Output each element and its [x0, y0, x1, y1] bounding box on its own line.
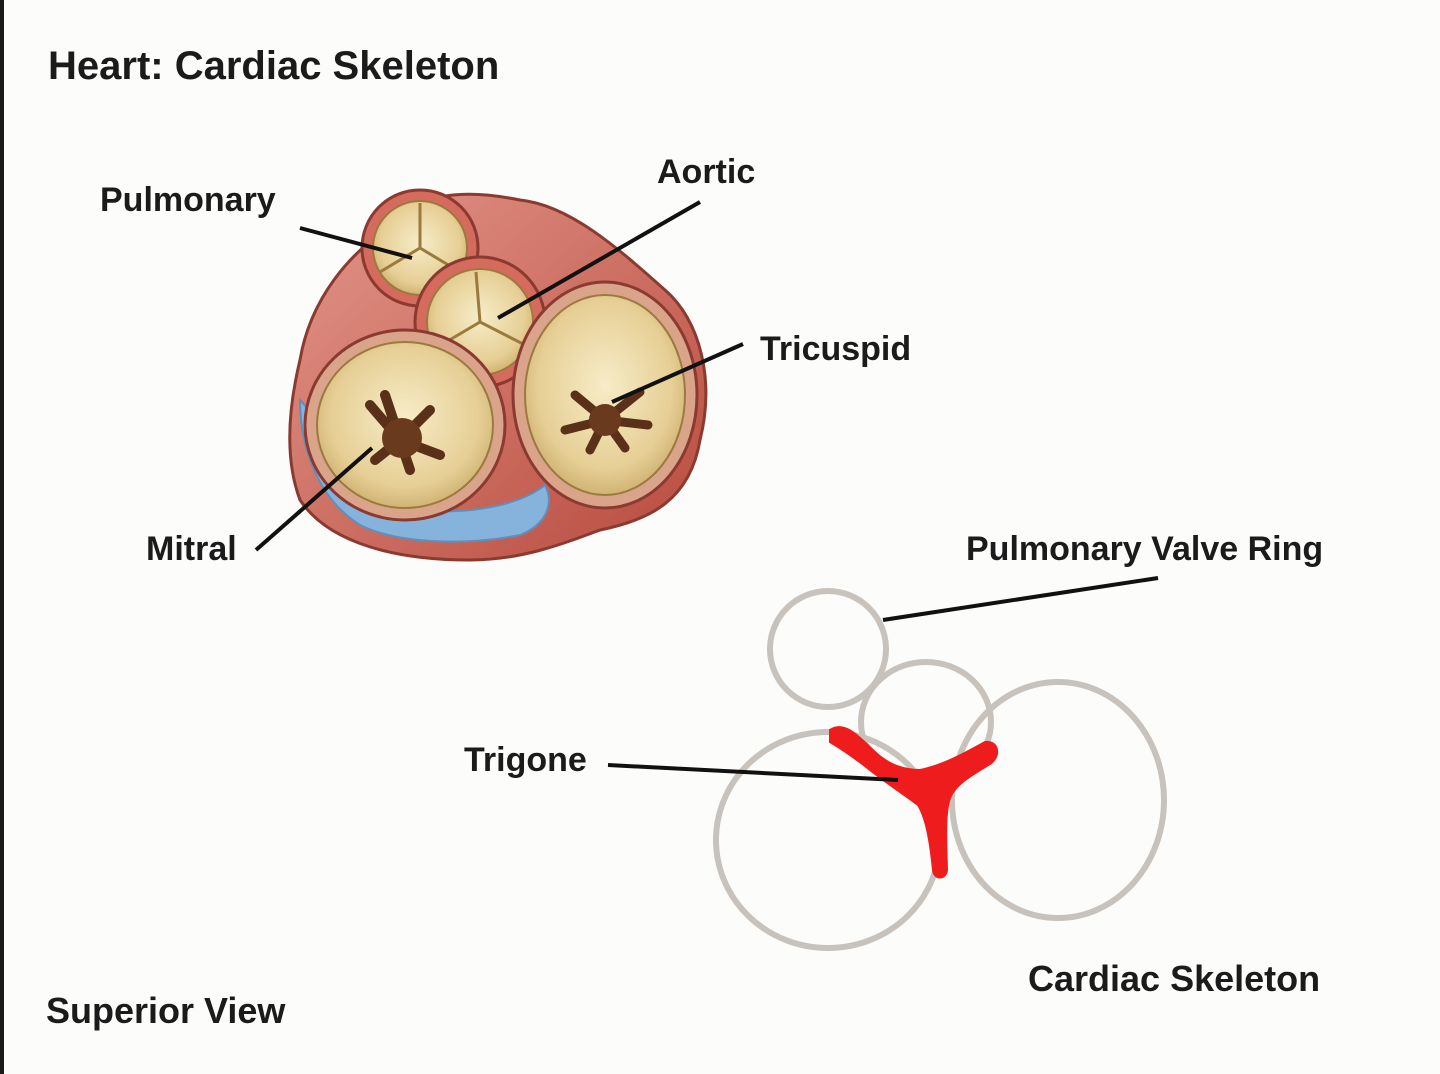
slide-title: Heart: Cardiac Skeleton	[48, 44, 500, 88]
trigone-shape	[829, 726, 999, 879]
mitral-ring	[713, 729, 943, 951]
leader-pulmonary	[299, 226, 413, 260]
leader-aortic	[497, 200, 701, 320]
skeleton-leader-lines	[607, 576, 1159, 782]
anatomy-leader-lines	[254, 200, 744, 552]
mitral-valve	[303, 328, 507, 522]
tricuspid-valve	[511, 280, 699, 510]
leader-mitral	[254, 446, 374, 552]
label-mitral: Mitral	[146, 530, 237, 568]
leader-pulmonary-valve-ring	[882, 576, 1159, 622]
left-border	[0, 0, 4, 1074]
pulmonary-ring	[767, 588, 889, 710]
leader-tricuspid	[611, 342, 744, 404]
leader-trigone	[607, 763, 899, 782]
label-aortic: Aortic	[657, 153, 756, 191]
tricuspid-ring	[949, 679, 1167, 921]
caption-cardiac-skeleton: Cardiac Skeleton	[1028, 958, 1321, 999]
label-pulmonary: Pulmonary	[100, 181, 276, 219]
label-tricuspid: Tricuspid	[760, 330, 912, 368]
label-trigone: Trigone	[464, 741, 587, 779]
heart-valves-illustration	[288, 188, 708, 562]
label-pulmonary-valve-ring: Pulmonary Valve Ring	[966, 530, 1324, 568]
caption-superior-view: Superior View	[46, 990, 286, 1031]
